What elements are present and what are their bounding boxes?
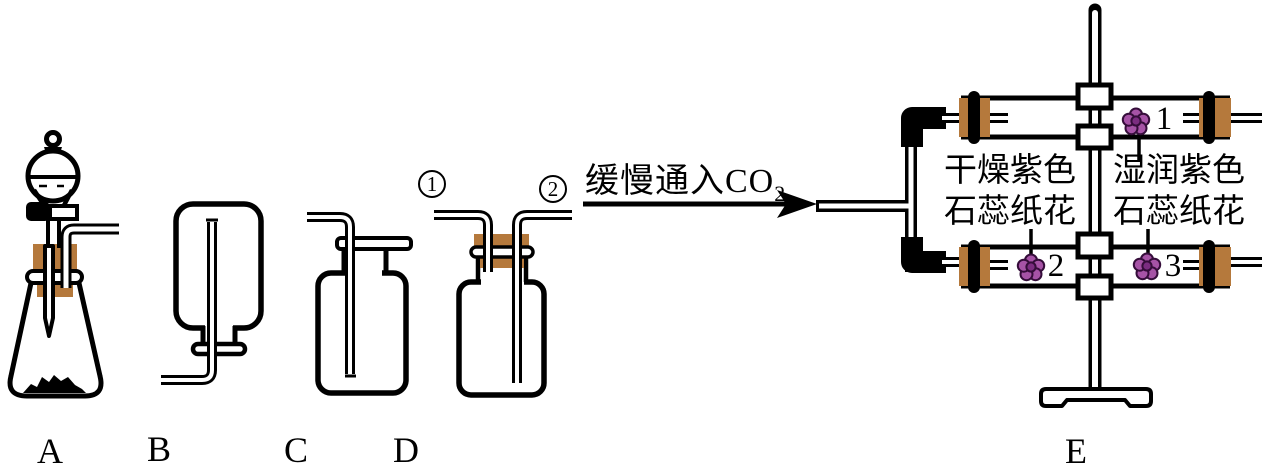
apparatus-c-drawing	[307, 212, 413, 396]
arrow-caption-text: 缓慢通入CO	[585, 163, 775, 200]
stand-base-icon	[1039, 387, 1153, 408]
port-1-number: 1	[426, 171, 438, 196]
arrow-caption: 缓慢通入CO2	[585, 153, 785, 206]
flower-number-3: 3	[1164, 248, 1182, 284]
flow-arrow	[583, 190, 817, 218]
port-1-badge: 1	[418, 170, 446, 198]
wet-litmus-label-line2: 石蕊纸花	[1113, 194, 1245, 230]
arrowhead-icon	[777, 190, 817, 218]
apparatus-label-d: D	[393, 430, 419, 465]
funnel-stem	[43, 244, 55, 338]
dropping-funnel-icon	[25, 130, 81, 338]
apparatus-a-drawing	[7, 130, 119, 399]
stopcock-icon	[26, 202, 50, 221]
bottle-d-icon	[456, 279, 547, 398]
bottle-d-long-tube-icon	[512, 210, 572, 383]
bottle-b-tube-icon	[161, 218, 218, 385]
wet-litmus-label-line1: 湿润紫色	[1113, 153, 1245, 189]
bottle-c-tube-icon	[307, 212, 356, 378]
elbow-connector-icon	[901, 237, 946, 273]
bottle-d-neck-rim	[469, 245, 535, 259]
arrow-caption-subscript: 2	[774, 181, 786, 206]
solid-reagent-icon	[23, 375, 86, 393]
tube-stoppers-icon	[959, 91, 1231, 293]
bottle-b-flange	[190, 341, 248, 357]
apparatus-b-drawing	[161, 201, 264, 385]
apparatus-label-b: B	[146, 429, 171, 465]
apparatus-label-c: C	[283, 430, 308, 465]
bottle-c-lid	[335, 236, 413, 251]
port-2-number: 2	[547, 176, 559, 201]
port-2-badge: 2	[539, 175, 567, 203]
dry-litmus-label-line1: 干燥紫色	[944, 153, 1076, 189]
apparatus-d-drawing	[434, 210, 572, 398]
bottle-d-short-tube-icon	[434, 210, 493, 272]
dry-litmus-label: 干燥紫色 石蕊纸花	[939, 151, 1081, 233]
wet-litmus-label: 湿润紫色 石蕊纸花	[1108, 151, 1250, 233]
flower-number-1: 1	[1155, 101, 1173, 137]
bottle-b-icon	[173, 201, 264, 331]
apparatus-e-drawing	[816, 3, 1262, 408]
bottle-c-icon	[315, 270, 409, 396]
erlenmeyer-flask-icon	[7, 282, 104, 399]
delivery-tube-icon	[60, 223, 119, 288]
apparatus-label-e: E	[1065, 431, 1087, 465]
flower-number-2: 2	[1047, 248, 1065, 284]
apparatus-label-a: A	[37, 431, 63, 465]
dry-litmus-label-line2: 石蕊纸花	[944, 194, 1076, 230]
clamp-blocks-icon	[1075, 82, 1114, 301]
elbow-connector-icon	[901, 107, 946, 147]
